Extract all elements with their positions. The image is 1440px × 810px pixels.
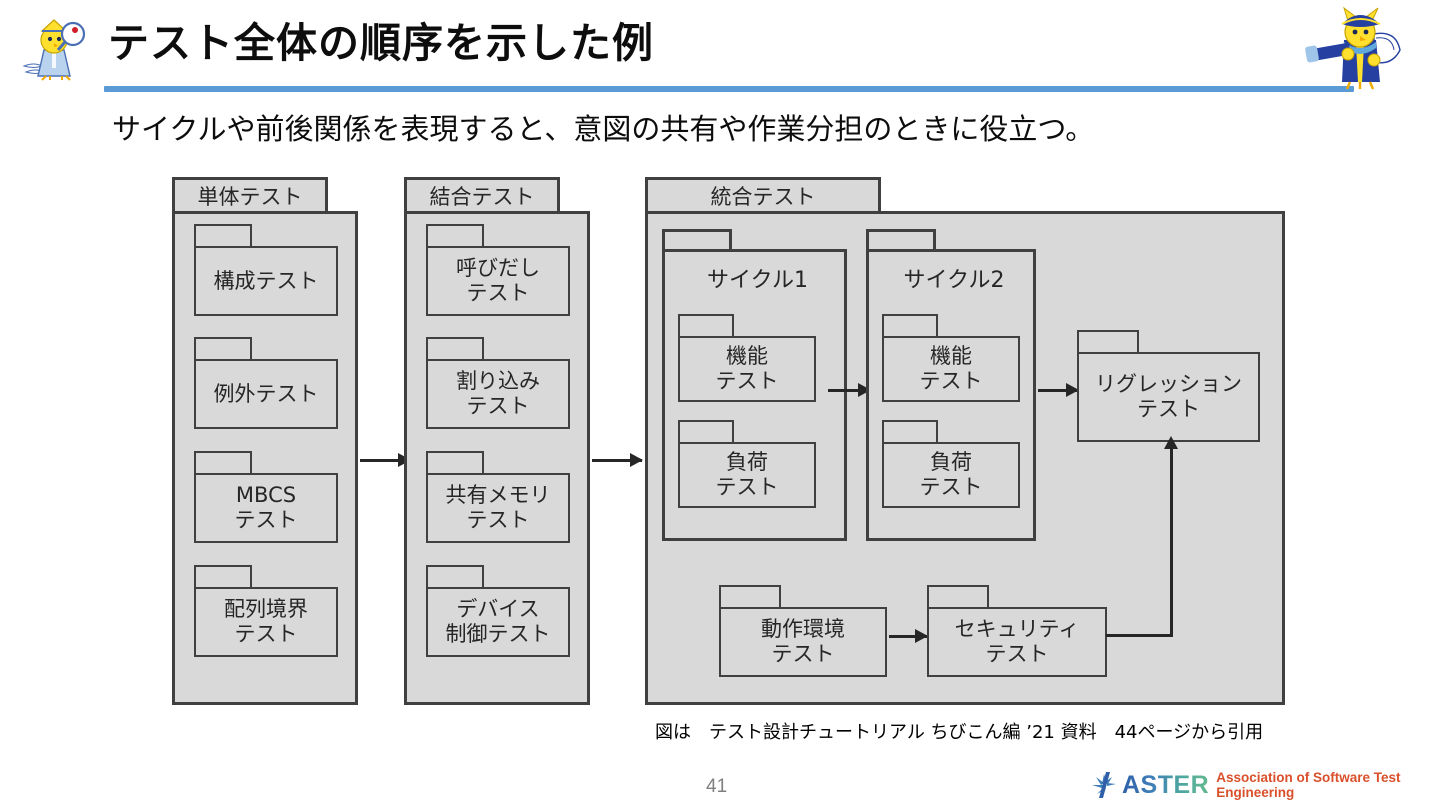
folder-security-test-label: セキュリティ テスト xyxy=(954,617,1080,666)
folder-cycle1-function-test-label: 機能 テスト xyxy=(715,344,779,393)
arrow-integration-to-system xyxy=(592,453,643,467)
folder-shared-memory-test: 共有メモリ テスト xyxy=(426,451,570,543)
arrow-unit-to-integration xyxy=(360,453,411,467)
folder-cycle2-function-test-label: 機能 テスト xyxy=(919,344,983,393)
folder-cycle-1-title: サイクル1 xyxy=(707,268,808,293)
folder-array-boundary-test-label: 配列境界 テスト xyxy=(224,597,308,646)
page-number: 41 xyxy=(706,776,728,797)
column-system-test-title: 統合テスト xyxy=(710,184,816,209)
folder-reigai-test: 例外テスト xyxy=(194,337,338,429)
folder-device-control-test: デバイス 制御テスト xyxy=(426,565,570,657)
slide-header: テスト全体の順序を示した例 xyxy=(0,0,1440,100)
folder-interrupt-test-label: 割り込み テスト xyxy=(456,369,540,418)
folder-call-test: 呼びだし テスト xyxy=(426,224,570,316)
folder-regression-test-label: リグレッション テスト xyxy=(1095,372,1242,421)
folder-regression-test: リグレッション テスト xyxy=(1077,330,1260,442)
slide-subtitle: サイクルや前後関係を表現すると、意図の共有や作業分担のときに役立つ。 xyxy=(112,112,1095,146)
folder-reigai-test-label: 例外テスト xyxy=(213,381,319,406)
connector-security-horizontal xyxy=(1106,634,1173,637)
folder-environment-test: 動作環境 テスト xyxy=(719,585,887,677)
folder-environment-test-label: 動作環境 テスト xyxy=(761,617,845,666)
folder-security-test: セキュリティ テスト xyxy=(927,585,1107,677)
folder-call-test-label: 呼びだし テスト xyxy=(456,256,540,305)
aster-starburst-icon xyxy=(1090,772,1120,798)
folder-cycle1-load-test-label: 負荷 テスト xyxy=(715,450,779,499)
figure-source-caption: 図は テスト設計チュートリアル ちびこん編 ’21 資料 44ページから引用 xyxy=(655,722,1264,743)
page-title: テスト全体の順序を示した例 xyxy=(108,19,654,67)
chibicon-mascot-icon xyxy=(16,6,92,82)
aster-logo: ASTER Association of Software Test Engin… xyxy=(1090,770,1440,800)
folder-cycle2-load-test: 負荷 テスト xyxy=(882,420,1020,508)
column-integration-test-tab: 結合テスト xyxy=(404,177,560,211)
folder-cycle1-load-test: 負荷 テスト xyxy=(678,420,816,508)
folder-cycle2-load-test-label: 負荷 テスト xyxy=(919,450,983,499)
aster-logo-tagline: Association of Software Test Engineering xyxy=(1216,770,1401,800)
folder-shared-memory-test-label: 共有メモリ テスト xyxy=(445,483,551,532)
folder-mbcs-test-label: MBCS テスト xyxy=(234,483,298,532)
folder-cycle1-function-test: 機能 テスト xyxy=(678,314,816,402)
aster-bird-mascot-icon xyxy=(1300,4,1410,90)
column-unit-test-title: 単体テスト xyxy=(197,184,303,209)
folder-kousei-test-label: 構成テスト xyxy=(213,268,319,293)
arrow-security-to-regression xyxy=(1164,436,1178,636)
folder-device-control-test-label: デバイス 制御テスト xyxy=(445,597,551,646)
arrow-cycle1-to-cycle2 xyxy=(828,383,871,397)
folder-mbcs-test: MBCS テスト xyxy=(194,451,338,543)
folder-interrupt-test: 割り込み テスト xyxy=(426,337,570,429)
arrow-environment-to-security xyxy=(889,629,928,643)
title-divider xyxy=(104,86,1354,92)
column-system-test-tab: 統合テスト xyxy=(645,177,881,211)
folder-kousei-test: 構成テスト xyxy=(194,224,338,316)
arrow-cycle2-to-regression xyxy=(1038,383,1079,397)
folder-cycle-2-title: サイクル2 xyxy=(903,268,1005,293)
aster-logo-word: ASTER xyxy=(1122,770,1210,799)
folder-array-boundary-test: 配列境界 テスト xyxy=(194,565,338,657)
column-unit-test-tab: 単体テスト xyxy=(172,177,328,211)
folder-cycle2-function-test: 機能 テスト xyxy=(882,314,1020,402)
column-integration-test-title: 結合テスト xyxy=(429,184,535,209)
